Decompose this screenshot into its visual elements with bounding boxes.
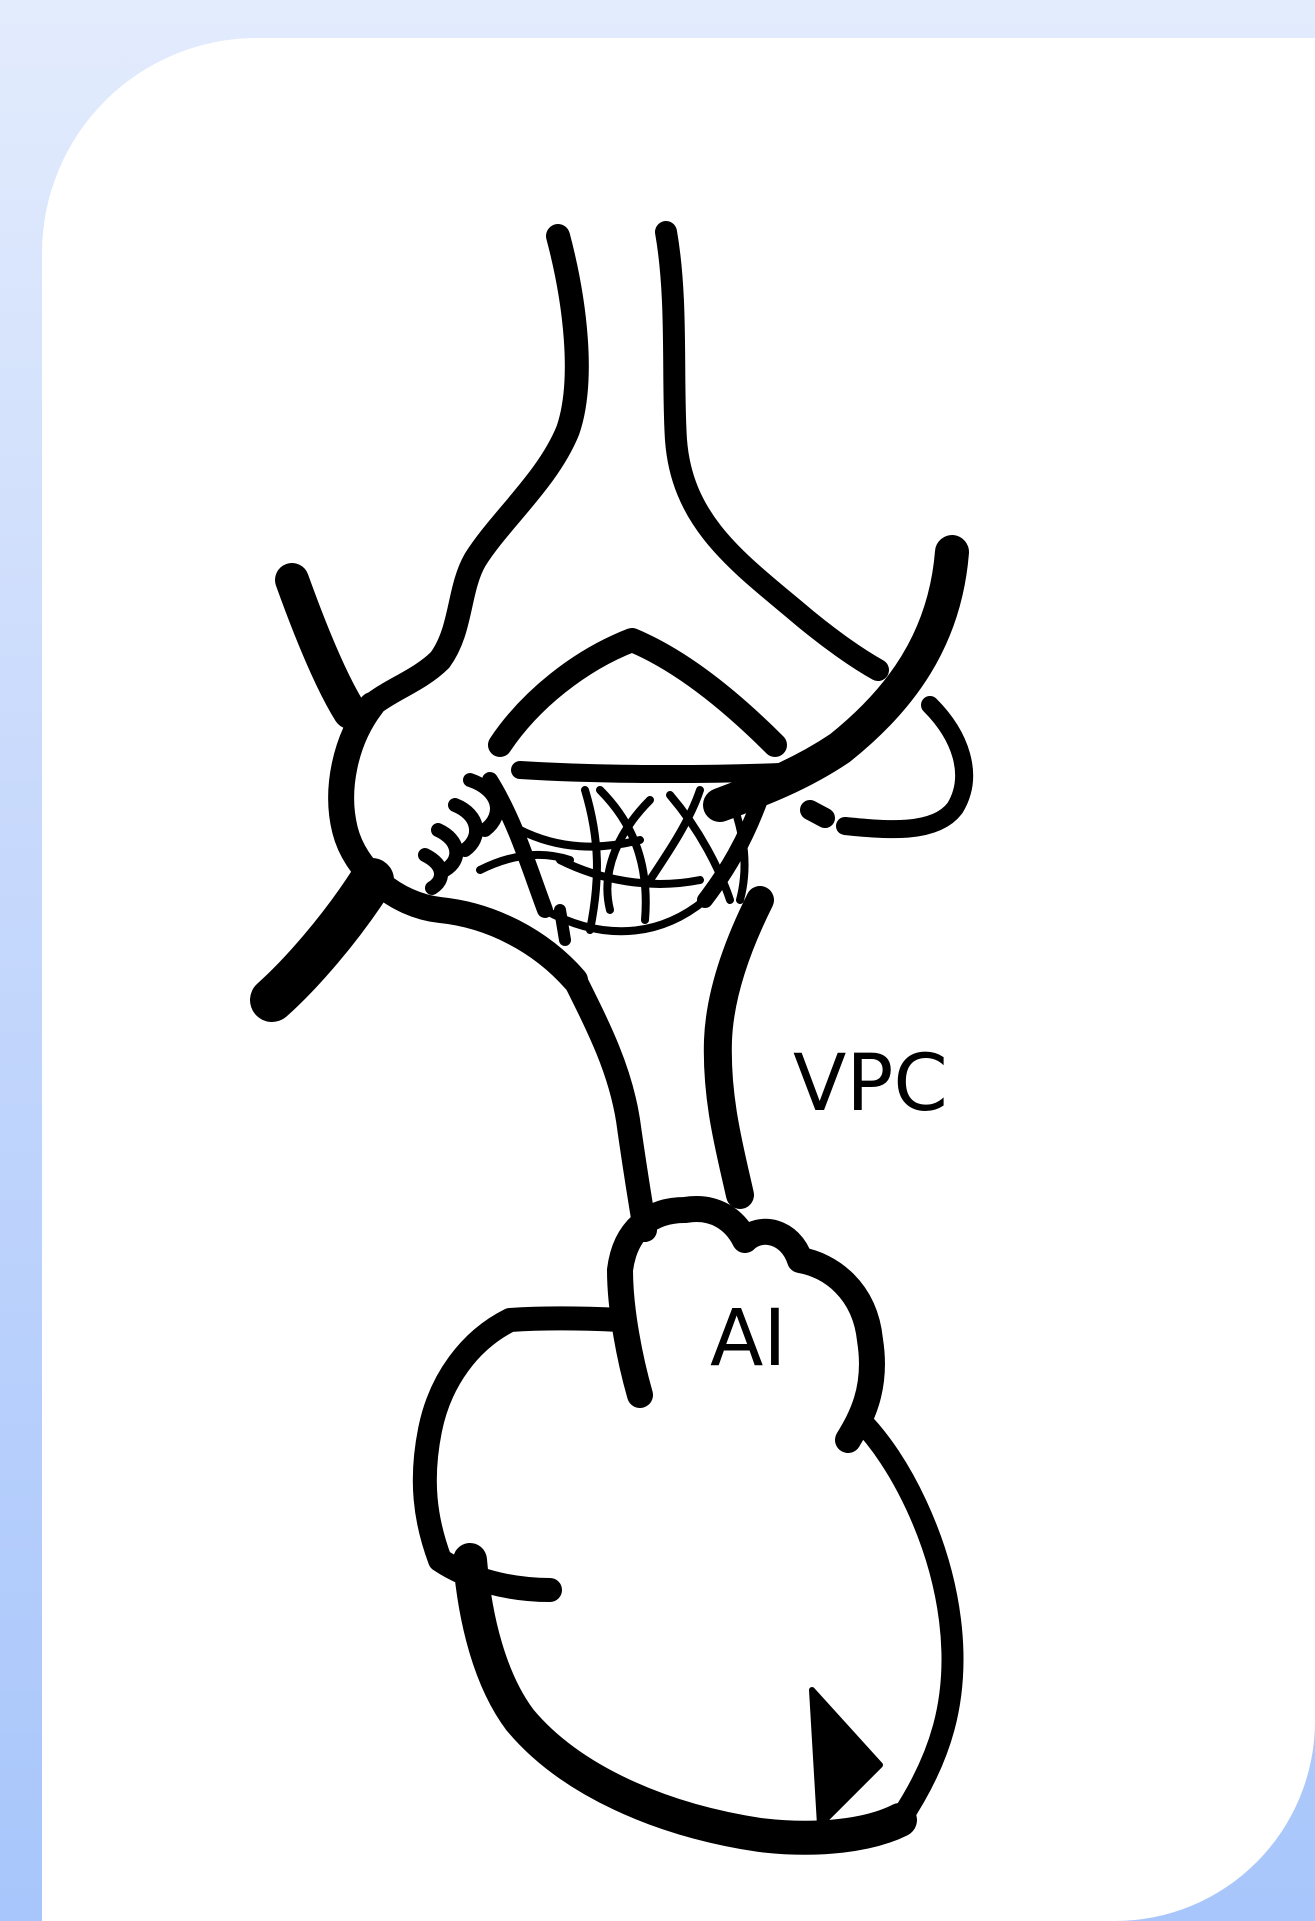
vpc-left-wall <box>575 980 645 1230</box>
left-lower-branch <box>272 880 372 1000</box>
coiled-vessel-detail <box>425 780 497 888</box>
junction-mark-left <box>560 910 565 940</box>
junction-mark-right <box>810 810 825 818</box>
upper-vessel-right-wall <box>666 232 878 670</box>
ventricle-outline <box>425 1319 620 1591</box>
ventricle-apex-notch <box>812 1690 880 1825</box>
junction-dome <box>500 640 775 745</box>
left-upper-branch <box>292 580 350 712</box>
vpc-right-wall <box>718 900 760 1195</box>
label-ai: AI <box>710 1300 786 1378</box>
upper-vessel-left-wall <box>372 236 577 705</box>
junction-base <box>520 770 780 774</box>
label-vpc: VPC <box>793 1045 948 1123</box>
